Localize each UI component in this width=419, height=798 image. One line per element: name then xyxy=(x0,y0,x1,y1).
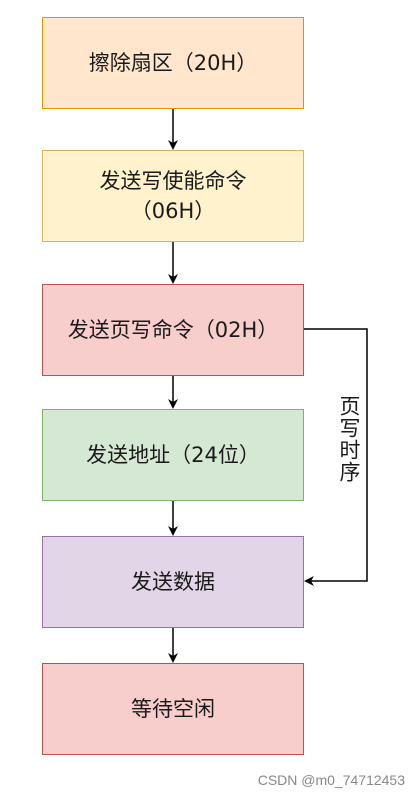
step-erase-sector: 擦除扇区（20H） xyxy=(42,17,304,109)
watermark: CSDN @m0_74712453 xyxy=(257,772,405,788)
step-page-write-command: 发送页写命令（02H） xyxy=(42,284,304,376)
page-write-timing-label: 页写时序 xyxy=(336,395,364,483)
step-send-address: 发送地址（24位） xyxy=(42,409,304,501)
step-send-data: 发送数据 xyxy=(42,536,304,628)
step-wait-idle: 等待空闲 xyxy=(42,663,304,755)
page-write-timing-loop xyxy=(304,328,368,586)
step-write-enable: 发送写使能命令 （06H） xyxy=(42,150,304,242)
